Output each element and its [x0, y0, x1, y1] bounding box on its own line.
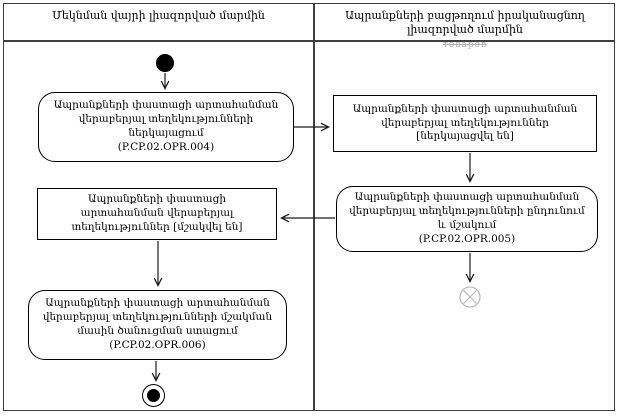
- swimlane-divider: [313, 3, 315, 411]
- flow-final-node: [459, 286, 481, 308]
- struck-residual-word: товаров: [442, 39, 488, 50]
- header-separator: [3, 40, 615, 42]
- lane-title: Ապրանքների բացթողում իրականացնող լիազորվ…: [345, 9, 585, 37]
- action-receive-process-export-info: Ապրանքների փաստացի արտահանման վերաբերյալ…: [336, 186, 598, 252]
- lane-header-departure-authority: Մեկնման վայրի լիազորված մարմին: [4, 4, 313, 40]
- action-code: (P.CP.02.OPR.006): [109, 338, 206, 351]
- action-code: (P.CP.02.OPR.004): [117, 140, 215, 153]
- action-submit-export-info: Ապրանքների փաստացի արտահանման վերաբերյալ…: [38, 92, 294, 162]
- action-text: Ապրանքների փաստացի արտահանման վերաբերյալ…: [349, 191, 585, 231]
- lane-header-release-authority: Ապրանքների բացթողում իրականացնող լիազորվ…: [315, 4, 615, 50]
- state-export-info-submitted: Ապրանքների փաստացի արտահանման վերաբերյալ…: [333, 95, 597, 152]
- initial-node: [156, 54, 174, 72]
- state-text: Ապրանքների փաստացի արտահանման վերաբերյալ…: [352, 102, 578, 129]
- state-text-main: Ապրանքների փաստացի արտահանման վերաբերյալ…: [71, 193, 234, 233]
- diagram-frame: [3, 3, 615, 411]
- lane-title: Մեկնման վայրի լիազորված մարմին: [52, 9, 265, 22]
- action-text: Ապրանքների փաստացի արտահանման վերաբերյալ…: [53, 99, 279, 139]
- final-node-dot: [147, 389, 160, 402]
- state-export-info-processed: Ապրանքների փաստացի արտահանման վերաբերյալ…: [37, 188, 277, 240]
- final-node: [142, 384, 165, 407]
- state-text: Ապրանքների փաստացի արտահանման վերաբերյալ…: [48, 193, 266, 235]
- state-value: [ներկայացվել են]: [416, 130, 514, 143]
- action-receive-processing-notification: Ապրանքների փաստացի արտահանման վերաբերյալ…: [28, 290, 287, 360]
- action-code: (P.CP.02.OPR.005): [418, 232, 516, 245]
- action-text: Ապրանքների փաստացի արտահանման վերաբերյալ…: [42, 297, 273, 337]
- state-value: [մշակվել են]: [173, 220, 243, 233]
